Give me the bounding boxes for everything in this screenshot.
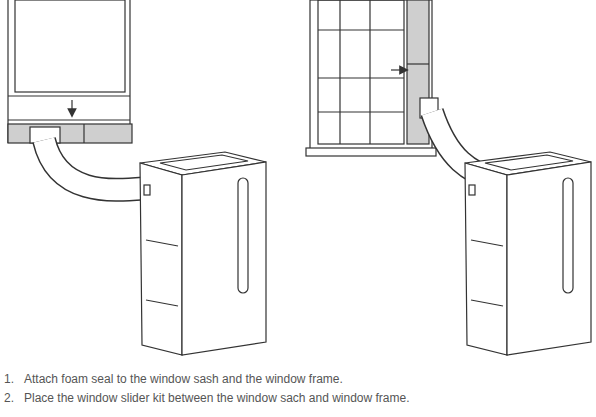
step-text: Attach foam seal to the window sash and … <box>24 372 343 386</box>
step-number: 2. <box>4 391 14 405</box>
step-text: Place the window slider kit between the … <box>24 391 410 405</box>
step-number: 1. <box>4 372 14 386</box>
